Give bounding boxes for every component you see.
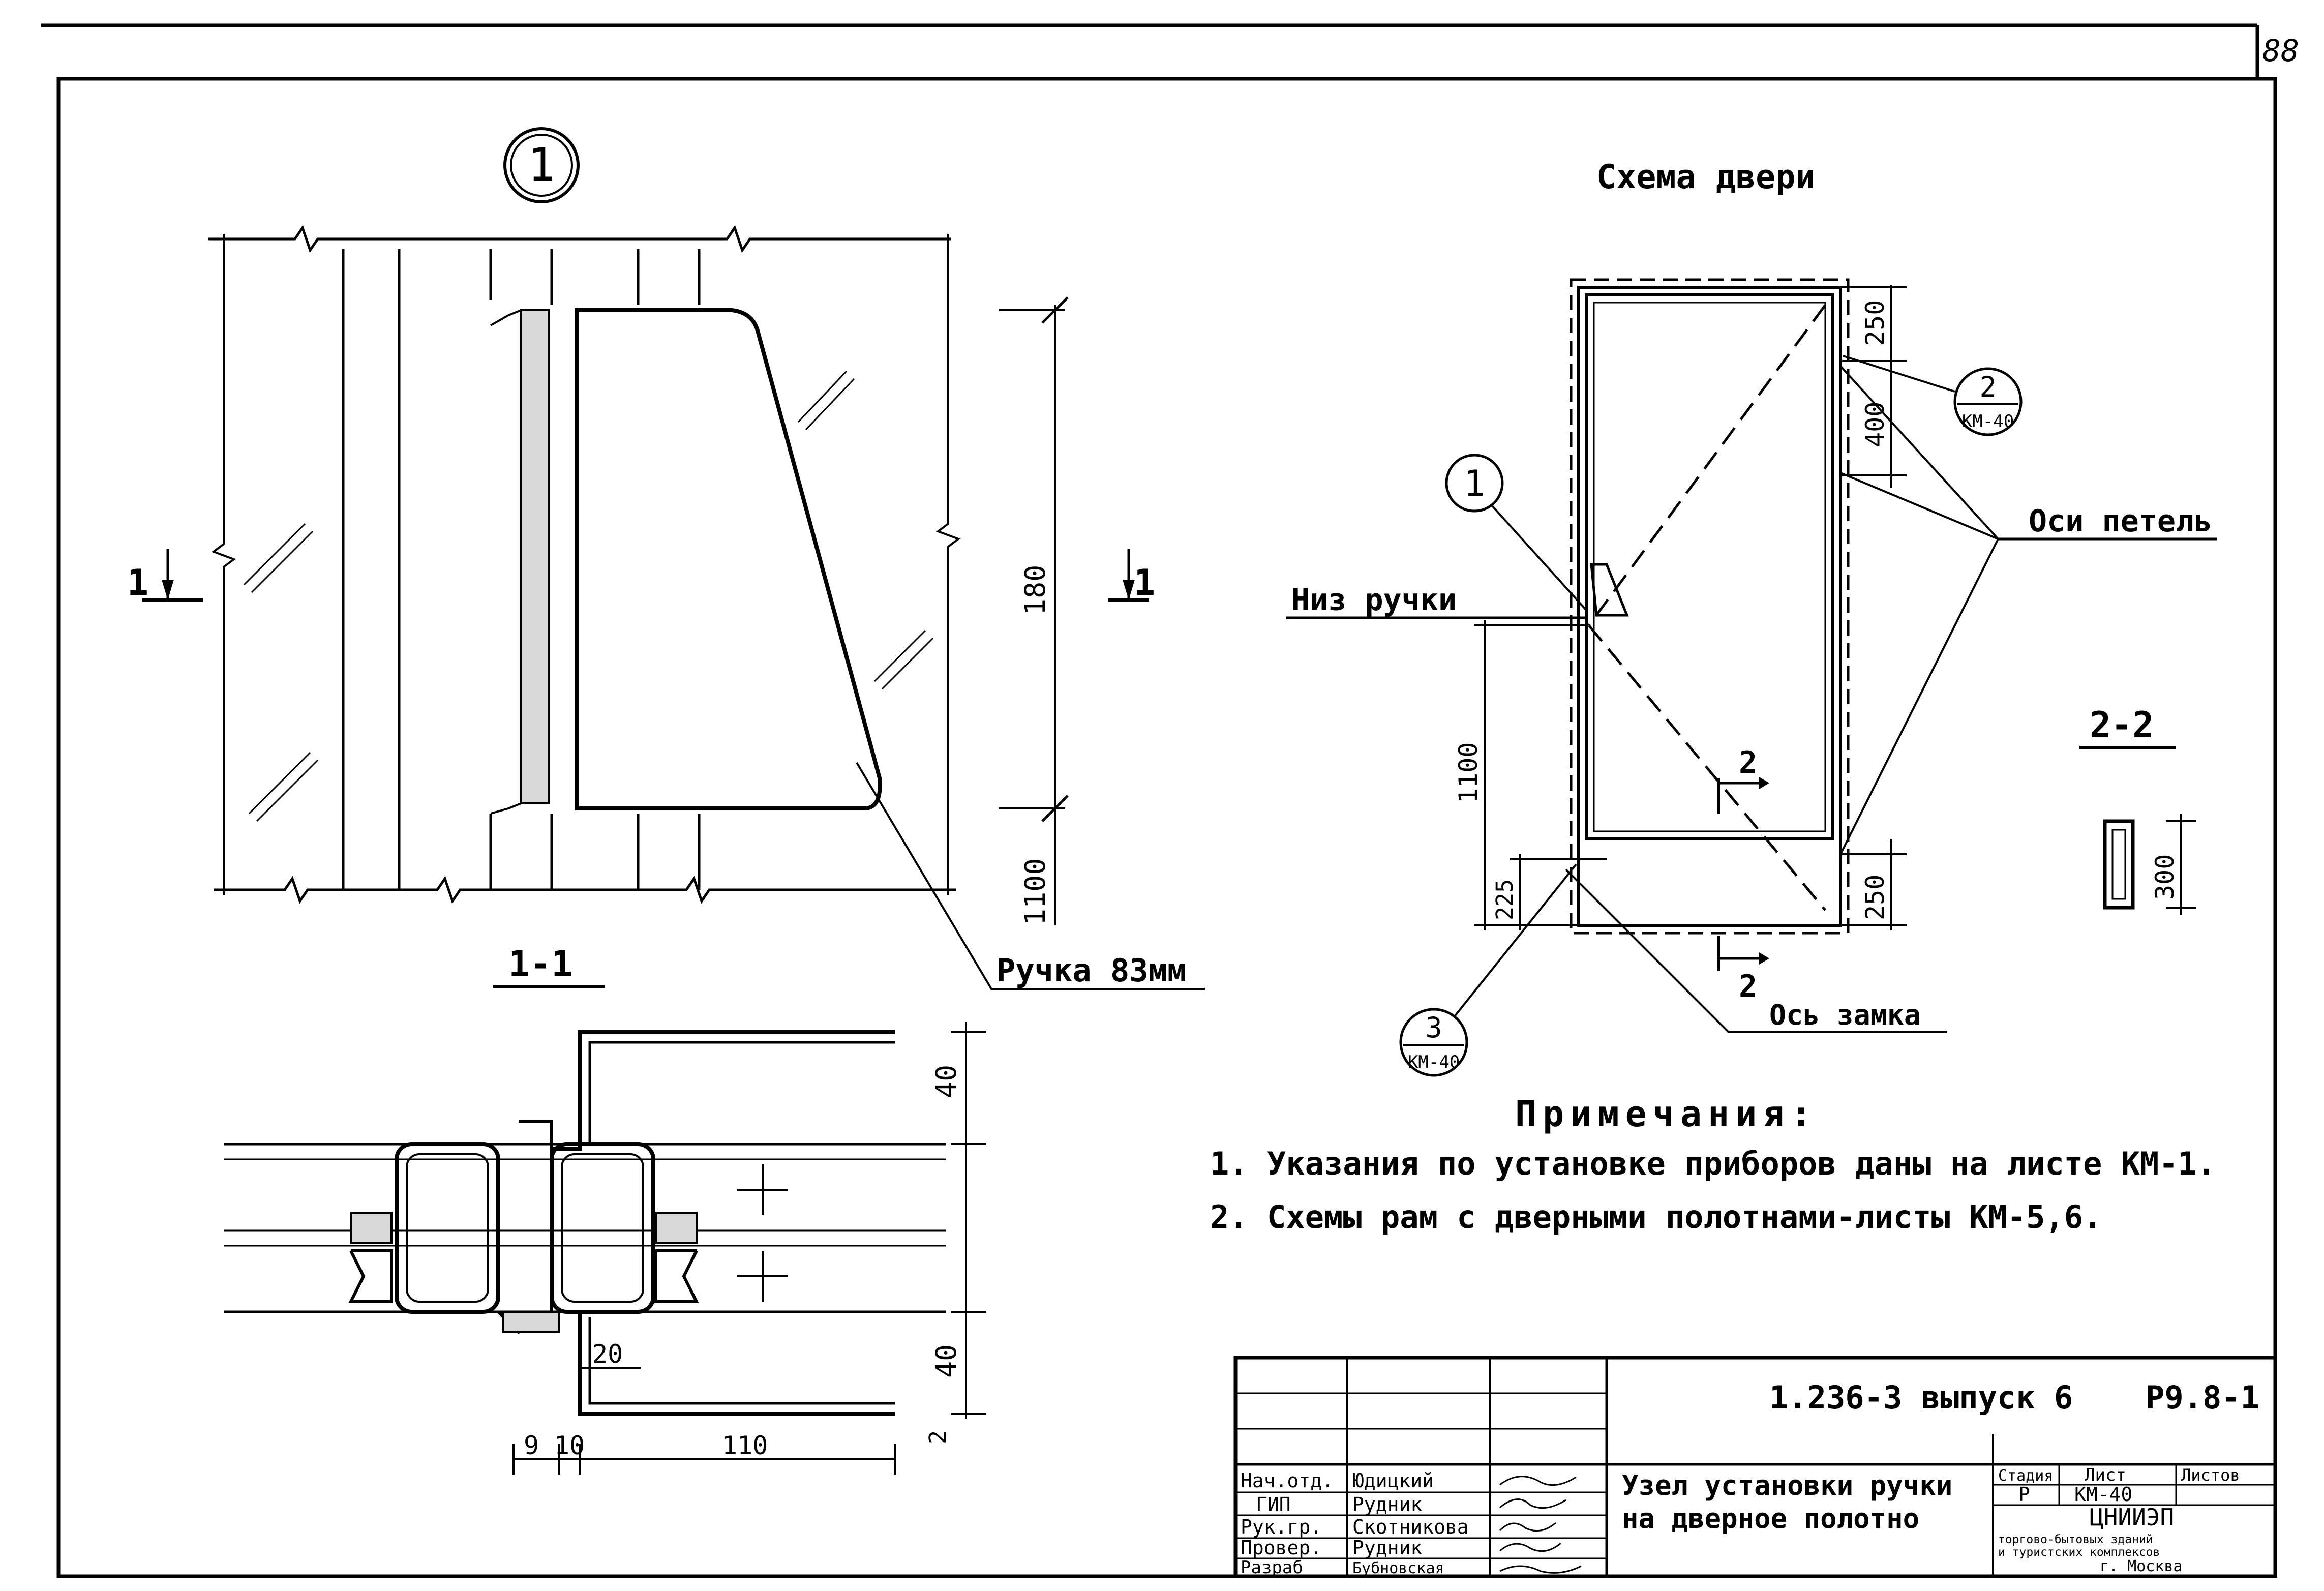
title-line-1: Узел установки ручки <box>1622 1469 1952 1502</box>
sheet-value: КМ-40 <box>2074 1483 2132 1506</box>
dim-110: 110 <box>722 1431 768 1460</box>
callout-1: 1 <box>1464 463 1485 504</box>
callout-2-sheet: КМ-40 <box>1962 411 2014 432</box>
handle-callout: Ручка 83мм <box>997 952 1186 989</box>
dim-40-bottom: 40 <box>930 1344 962 1378</box>
section-mark-bottom: 2 <box>1739 969 1757 1004</box>
staff-role-2: ГИП <box>1256 1493 1291 1516</box>
callout-3-sheet: КМ-40 <box>1408 1052 1460 1072</box>
signatures <box>1499 1476 1582 1574</box>
dim-1100-left: 1100 <box>1019 858 1051 925</box>
stage-header: Стадия <box>1998 1467 2053 1485</box>
staff-name-3: Скотникова <box>1352 1516 1469 1538</box>
dim-250-top: 250 <box>1860 300 1890 346</box>
dim-10: 10 <box>554 1431 585 1460</box>
staff-role-5: Разраб <box>1241 1557 1303 1578</box>
door-scheme-title: Схема двери <box>1596 158 1815 196</box>
notes-heading: Примечания: <box>1515 1093 1818 1135</box>
note-1: 1. Указания по установке приборов даны н… <box>1210 1145 2216 1182</box>
note-2: 2. Схемы рам с дверными полотнами-листы … <box>1210 1198 2102 1236</box>
notes: Примечания: 1. Указания по установке при… <box>1210 1093 2216 1236</box>
svg-text:1: 1 <box>528 138 555 192</box>
dim-1100: 1100 <box>1454 742 1483 803</box>
detail-marker: 1 <box>503 127 580 203</box>
cut-mark-right: 1 <box>1134 562 1155 604</box>
stage-value: Р <box>2018 1483 2030 1506</box>
dim-2: 2 <box>924 1430 951 1444</box>
sheet-number: 88 <box>2262 33 2299 69</box>
dim-20: 20 <box>592 1339 623 1369</box>
org-line-2: торгово-бытовых зданий <box>1998 1533 2153 1546</box>
staff-role-4: Провер. <box>1241 1537 1322 1559</box>
hinge-axes-label: Оси петель <box>2029 503 2212 539</box>
callout-3-num: 3 <box>1425 1011 1442 1044</box>
sheet-frame <box>41 23 2277 1578</box>
dim-400: 400 <box>1860 402 1890 447</box>
dim-225: 225 <box>1491 879 1518 920</box>
handle-elevation: 1 1 180 1100 Ручка 83мм <box>127 225 1205 990</box>
staff-name-1: Юдицкий <box>1352 1469 1434 1492</box>
staff-name-2: Рудник <box>1352 1493 1422 1516</box>
sheets-header: Листов <box>2181 1465 2240 1485</box>
staff-role-3: Рук.гр. <box>1241 1516 1322 1538</box>
section-1-1-title: 1-1 <box>493 943 605 988</box>
title-block: 1.236-3 выпуск 6 Р9.8-1 Узел установки р… <box>1233 1356 2277 1578</box>
dim-9: 9 <box>524 1431 539 1460</box>
sheet-header: Лист <box>2085 1465 2126 1485</box>
section-mark-top: 2 <box>1739 745 1757 781</box>
staff-name-4: Рудник <box>1352 1537 1422 1559</box>
svg-text:1-1: 1-1 <box>508 943 572 985</box>
staff-name-5: Бубновская <box>1352 1559 1444 1577</box>
dim-300: 300 <box>2150 854 2180 900</box>
title-line-2: на дверное полотно <box>1622 1503 1919 1535</box>
lock-axis-label: Ось замка <box>1769 999 1921 1031</box>
dim-250-bottom: 250 <box>1860 875 1890 920</box>
profile-section: 40 40 20 9 10 110 2 <box>224 1022 986 1475</box>
handle-bottom-label: Низ ручки <box>1291 582 1457 618</box>
org-line-4: г. Москва <box>2100 1557 2183 1575</box>
dim-40-top: 40 <box>930 1065 962 1098</box>
door-scheme: 250 400 250 1100 225 Низ ручки 1 2 КМ-40… <box>1286 278 2217 1077</box>
drawing-number: Р9.8-1 <box>2146 1379 2259 1416</box>
callout-2-num: 2 <box>1979 371 1996 403</box>
staff-role-1: Нач.отд. <box>1241 1469 1334 1492</box>
doc-code: 1.236-3 выпуск 6 <box>1769 1379 2073 1416</box>
section-2-2-title: 2-2 <box>2090 704 2154 746</box>
dim-180: 180 <box>1019 565 1051 615</box>
org-line-3: и туристских комплексов <box>1998 1546 2160 1559</box>
org-name: ЦНИИЭП <box>2090 1504 2174 1531</box>
section-2-2: 2-2 300 <box>2079 704 2196 915</box>
cut-mark-left: 1 <box>127 562 148 604</box>
